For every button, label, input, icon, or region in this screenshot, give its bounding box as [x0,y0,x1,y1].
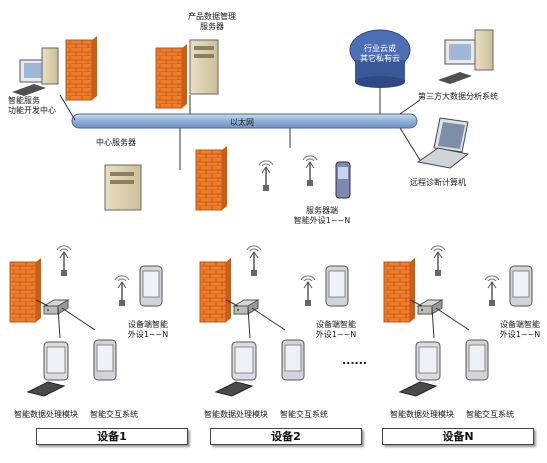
server-icon [189,39,219,95]
firewall-icon [65,35,98,101]
central-server-icon [104,164,142,211]
dev-center-label: 智能服务 功能开发中心 [8,96,56,115]
device-box: 设备N [382,428,534,445]
device-group-n [383,245,533,397]
dev-center-computer-icon [12,47,59,96]
ethernet-label: 以太网 [230,118,254,127]
ellipsis: ...... [342,354,368,367]
cloud-label: 行业云或 其它私有云 [360,44,400,63]
device-peripheral-label: 设备端智能 外设1~~N [127,320,169,339]
device-box: 设备1 [36,428,188,445]
third-party-label: 第三方大数据分析系统 [418,92,498,101]
interaction-system-label: 智能交互系统 [466,410,514,419]
firewall-icon [155,43,188,109]
device-box: 设备2 [210,428,362,445]
cloud-icon [349,29,411,88]
device-group-2 [199,245,349,397]
antenna-icon [302,155,318,187]
phone-icon [335,161,351,199]
device-peripheral-label: 设备端智能 外设1~~N [315,320,357,339]
remote-computer-label: 远程诊断计算机 [410,178,466,187]
laptop-icon [416,117,470,169]
processing-module-label: 智能数据处理模块 [390,410,454,419]
central-server-label: 中心服务器 [96,138,136,147]
third-party-computer-icon [438,29,494,84]
antenna-icon [258,160,274,192]
product-server-label: 产品数据管理 服务器 [188,12,236,31]
ethernet-bus [71,113,418,129]
processing-module-label: 智能数据处理模块 [14,410,78,419]
interaction-system-label: 智能交互系统 [280,410,328,419]
firewall-icon [195,145,228,211]
processing-module-label: 智能数据处理模块 [204,410,268,419]
device-peripheral-label: 设备端智能 外设1~~N [499,320,541,339]
device-group-1 [9,245,163,397]
server-peripheral-label: 服务器端 智能外设1~~N [293,206,351,225]
interaction-system-label: 智能交互系统 [90,410,138,419]
